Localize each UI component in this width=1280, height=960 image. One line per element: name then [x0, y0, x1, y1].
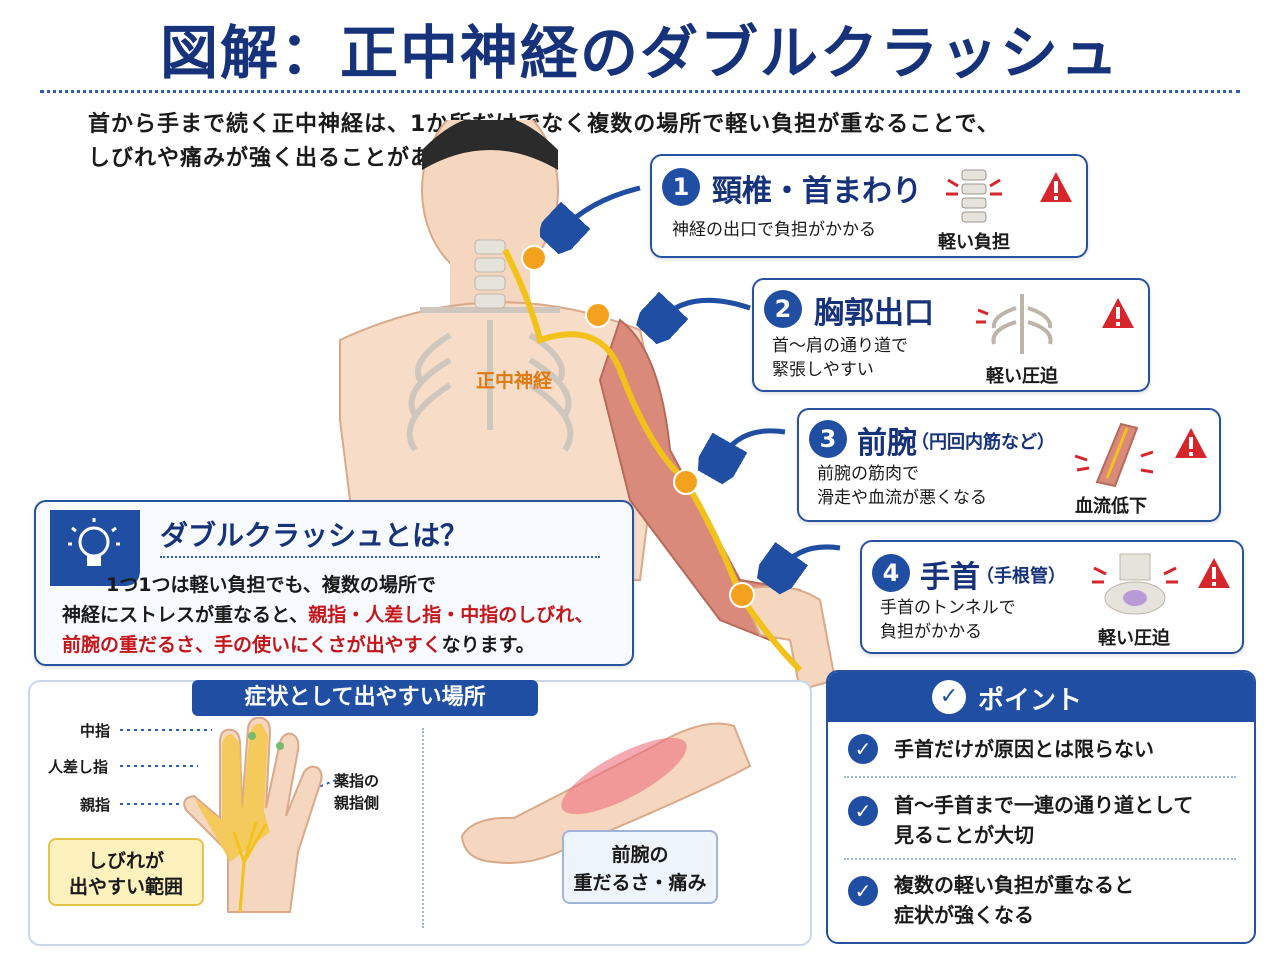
- pointer-arrows: [540, 185, 841, 600]
- warning-icon: [1175, 428, 1207, 458]
- hair-shape: [422, 120, 558, 170]
- site-number: 4: [872, 554, 910, 592]
- forearm-illustration: [460, 722, 752, 864]
- points-header: ✓ ポイント: [828, 672, 1254, 722]
- site-card-1: 1 頸椎・首まわり 神経の出口で負担がかかる 軽い負担: [650, 154, 1088, 258]
- forearm-line-2: 重だるさ・痛み: [573, 872, 707, 894]
- hand-illustration: [120, 716, 337, 913]
- panel-divider: [422, 728, 424, 928]
- symptoms-panel: 症状として出やすい場所 中指 人差し指 親指 薬指の 親指側 しびれが 出やすい…: [28, 680, 812, 946]
- line-2-highlight: 親指・人差し指・中指のしびれ、: [308, 604, 594, 626]
- site-caption: 軽い負担: [938, 232, 1010, 253]
- site-caption: 血流低下: [1075, 496, 1147, 517]
- site-caption: 軽い圧迫: [986, 366, 1058, 387]
- warning-icon: [1102, 298, 1134, 328]
- site-caption: 軽い圧迫: [1098, 628, 1170, 649]
- rib-cage-icon: [976, 294, 1053, 354]
- point-2-line-2: 見ることが大切: [894, 823, 1034, 847]
- site-card-2: 2 胸郭出口 首〜肩の通り道で 緊張しやすい 軽い圧迫: [752, 278, 1150, 392]
- site-desc-1: 前腕の筋肉で: [817, 464, 919, 484]
- site-title: 胸郭出口: [814, 296, 934, 331]
- forearm-muscle-icon: [1074, 422, 1154, 488]
- forearm-line-1: 前腕の: [611, 844, 669, 866]
- numbness-label-box: しびれが 出やすい範囲: [48, 838, 204, 906]
- point-divider: [844, 776, 1236, 778]
- label-thumb: 親指: [80, 796, 111, 814]
- site-title: 手首: [920, 560, 980, 595]
- label-middle-finger: 中指: [80, 722, 111, 740]
- point-3-line-2: 症状が強くなる: [894, 903, 1034, 927]
- numbness-line-2: 出やすい範囲: [68, 876, 183, 898]
- line-3-plain: なります。: [441, 634, 535, 656]
- arrow-1: [562, 185, 641, 230]
- cervical-vertebrae: [474, 239, 506, 309]
- hand-shape: [738, 585, 837, 692]
- site-title: 前腕: [857, 426, 917, 461]
- lightbulb-icon: [50, 510, 140, 586]
- line-3-highlight: 前腕の重だるさ、手の使いにくさが出やすく: [62, 634, 442, 656]
- warning-icon: [1040, 172, 1072, 202]
- points-panel: ✓ ポイント ✓ 手首だけが原因とは限らない ✓ 首〜手首まで一連の通り道として…: [826, 670, 1256, 944]
- point-2-line-1: 首〜手首まで一連の通り道として: [894, 793, 1194, 817]
- double-crush-line-3: 前腕の重だるさ、手の使いにくさが出やすくなります。: [62, 630, 535, 657]
- point-divider: [844, 858, 1236, 860]
- point-3-line-1: 複数の軽い負担が重なると: [894, 873, 1134, 897]
- cervical-spine-icon: [946, 169, 1002, 223]
- arrow-4: [780, 547, 841, 570]
- double-crush-box: ダブルクラッシュとは？ 1つ1つは軽い負担でも、複数の場所で 神経にストレスが重…: [34, 500, 634, 666]
- site-subtitle: （手根管）: [976, 566, 1066, 587]
- heading-divider: [160, 556, 600, 558]
- check-icon: ✓: [848, 796, 878, 826]
- rib-cage: [406, 307, 574, 452]
- site-desc-2: 緊張しやすい: [772, 360, 874, 380]
- check-icon: ✓: [848, 734, 878, 764]
- line-2-plain: 神経にストレスが重なると、: [62, 604, 309, 626]
- double-crush-line-1: 1つ1つは軽い負担でも、複数の場所で: [106, 574, 436, 596]
- site-title: 頸椎・首まわり: [712, 174, 922, 209]
- symptoms-heading: 症状として出やすい場所: [192, 680, 538, 716]
- double-crush-line-2: 神経にストレスが重なると、親指・人差し指・中指のしびれ、: [62, 600, 593, 627]
- site-card-4: 4 手首 （手根管） 手首のトンネルで 負担がかかる 軽い圧迫: [860, 540, 1244, 654]
- title-divider: [40, 90, 1240, 93]
- arrow-3: [720, 428, 786, 460]
- arrow-2: [660, 300, 751, 320]
- page-title: 図解：正中神経のダブルクラッシュ: [159, 19, 1120, 87]
- double-crush-heading: ダブルクラッシュとは？: [160, 519, 469, 552]
- site-number: 1: [662, 168, 700, 206]
- label-ring-finger-1: 薬指の: [334, 772, 380, 790]
- carpal-tunnel-icon: [1092, 553, 1178, 615]
- numbness-line-1: しびれが: [87, 850, 164, 872]
- nerve-label: 正中神経: [476, 370, 553, 392]
- site-number: 3: [809, 420, 847, 458]
- check-circle-icon: ✓: [932, 680, 966, 714]
- site-desc-2: 滑走や血流が悪くなる: [817, 488, 987, 508]
- site-card-3: 3 前腕 （円回内筋など） 前腕の筋肉で 滑走や血流が悪くなる 血流低下: [797, 408, 1221, 522]
- node-thoracic-outlet: [585, 302, 611, 328]
- check-icon: ✓: [848, 876, 878, 906]
- site-number: 2: [764, 290, 802, 328]
- warning-icon: [1198, 558, 1230, 588]
- points-heading: ポイント: [978, 686, 1083, 716]
- label-index-finger: 人差し指: [48, 758, 109, 776]
- site-desc-1: 手首のトンネルで: [880, 598, 1016, 618]
- site-desc-2: 負担がかかる: [880, 622, 982, 642]
- site-subtitle: （円回内筋など）: [911, 432, 1055, 453]
- label-ring-finger-2: 親指側: [334, 794, 380, 812]
- forearm-label-box: 前腕の 重だるさ・痛み: [562, 830, 718, 904]
- point-1: 手首だけが原因とは限らない: [894, 737, 1154, 761]
- site-desc-1: 首〜肩の通り道で: [772, 336, 908, 356]
- site-desc: 神経の出口で負担がかかる: [672, 220, 876, 240]
